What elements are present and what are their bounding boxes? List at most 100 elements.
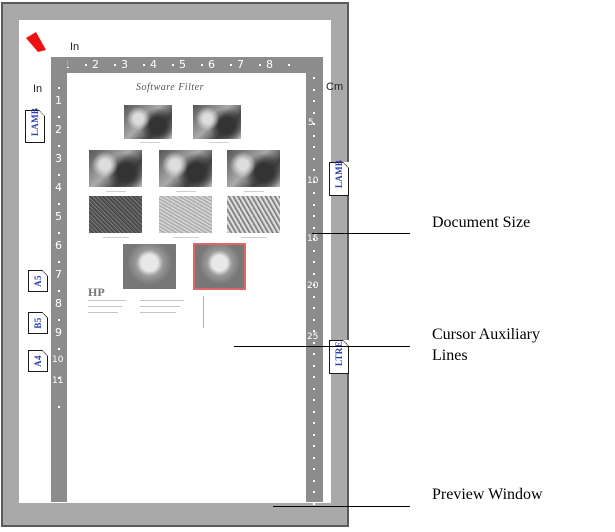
ruler-tick-mark [313,284,315,286]
paper-size-marker-a4[interactable]: A4 [28,350,48,372]
ruler-tick-mark [313,215,315,217]
ruler-top-tick: 7 [237,58,244,71]
ruler-tick-mark [313,353,315,355]
ruler-tick-mark [313,100,315,102]
unit-label-left: In [33,83,43,95]
document-title: Software Filter [136,82,204,93]
thumbnail-image [124,105,172,139]
thumbnail-image [89,150,142,187]
unit-label-right: Cm [326,81,344,93]
ruler-tick-mark [143,64,145,66]
ruler-tick-mark [230,64,232,66]
thumbnail-caption [244,191,264,192]
ruler-tick-mark [58,406,60,408]
callout-line-preview-window [273,506,410,507]
ruler-right: 5 10 15 20 25 [306,57,323,505]
thumbnail-caption [103,237,129,238]
ruler-tick-mark [313,364,315,367]
ruler-left-tick: 5 [55,210,62,223]
paper-size-marker-a5[interactable]: A5 [28,270,48,292]
paper-size-label: B5 [33,317,43,329]
ruler-tick-mark [313,226,315,229]
ruler-right-tick: 20 [307,281,319,291]
ruler-tick-mark [85,64,87,66]
document-text-line [88,312,118,313]
ruler-top-tick: 3 [121,58,128,71]
ruler-tick-mark [58,203,60,205]
callout-cursor-auxiliary-lines-2: Lines [432,347,468,364]
paper-size-marker-lamb-right[interactable]: LAMB [329,160,349,196]
document-text-line [140,300,184,301]
ruler-tick-mark [313,88,315,91]
thumbnail-caption [241,237,267,238]
ruler-tick-mark [58,348,60,350]
unit-label-top: In [70,41,80,53]
ruler-left-tick: 6 [55,239,62,252]
document-text-line [140,306,180,307]
thumbnail-caption [173,237,199,238]
callout-line-cursor-lines [234,346,410,347]
ruler-tick-mark [313,192,315,194]
ruler-top: 1 2 3 4 5 6 7 8 [51,57,311,73]
ruler-tick-mark [313,376,315,378]
paper-size-label: LAMB [30,107,40,136]
paper-size-marker-lamb[interactable]: LAMB [25,107,45,143]
ruler-left-tick: 2 [55,123,62,136]
thumbnail-caption [106,191,126,192]
thumbnail-image [227,150,280,187]
ruler-tick-mark [313,479,315,482]
ruler-tick-mark [313,341,315,344]
ruler-tick-mark [313,491,315,493]
thumbnail-image [193,105,241,139]
callout-cursor-auxiliary-lines: Cursor Auxiliary [432,326,540,343]
callout-document-size: Document Size [432,214,531,231]
document-page[interactable] [67,73,306,502]
thumbnail-caption [176,191,196,192]
thumbnail-image [89,196,142,233]
ruler-left-tick: 10 [52,355,64,365]
ruler-left-tick: 8 [55,297,62,310]
ruler-tick-mark [313,111,315,114]
ruler-tick-mark [58,116,60,118]
ruler-right-tick: 5 [308,118,314,128]
ruler-tick-mark [313,295,315,298]
paper-size-marker-ltre[interactable]: LTRE [329,340,349,374]
ruler-left-tick: 7 [55,268,62,281]
ruler-top-tick: 8 [266,58,273,71]
ruler-left-tick: 9 [55,326,62,339]
ruler-tick-mark [313,387,315,390]
ruler-tick-mark [313,77,315,79]
ruler-tick-mark [288,64,290,66]
ruler-tick-mark [313,318,315,321]
paper-size-label: A4 [33,355,43,367]
ruler-tick-mark [313,502,315,505]
ruler-tick-mark [313,330,315,332]
ruler-tick-mark [313,445,315,447]
corner-marker-icon[interactable] [24,30,48,54]
thumbnail-caption [140,142,160,143]
selected-thumbnail[interactable] [193,243,246,290]
callout-line-document-size [312,233,410,234]
ruler-tick-mark [313,146,315,148]
ruler-left-tick: 3 [55,152,62,165]
thumbnail-caption [209,142,229,143]
ruler-tick-mark [313,249,315,252]
ruler-left-tick: 1 [55,94,62,107]
ruler-tick-mark [58,87,60,89]
ruler-top-tick: 4 [150,58,157,71]
paper-size-marker-b5[interactable]: B5 [28,312,48,334]
document-text-line [140,312,176,313]
ruler-tick-mark [114,64,116,66]
thumbnail-image [227,196,280,233]
ruler-left: 1 2 3 4 5 6 7 8 9 10 11 [51,57,67,502]
ruler-tick-mark [259,64,261,66]
ruler-tick-mark [172,64,174,66]
ruler-tick-mark [58,290,60,292]
ruler-top-tick: 6 [208,58,215,71]
document-logo: HP [88,285,105,299]
ruler-tick-mark [58,232,60,234]
ruler-tick-mark [313,180,315,183]
ruler-left-tick: 11 [52,376,64,386]
ruler-tick-mark [313,203,315,206]
ruler-top-tick: 2 [92,58,99,71]
